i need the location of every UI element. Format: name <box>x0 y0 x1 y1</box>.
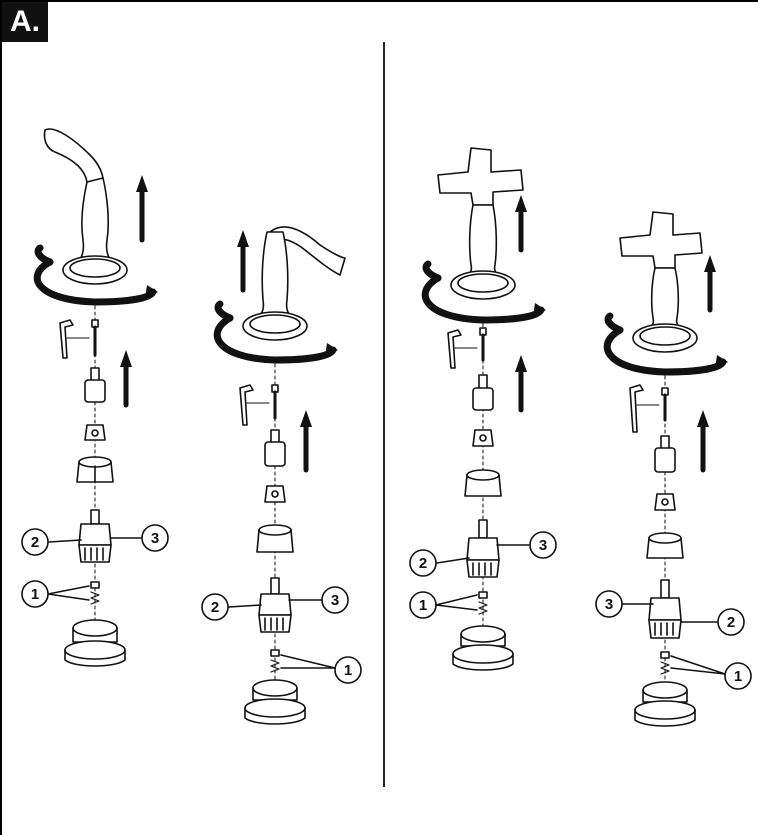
screw-icon <box>91 319 99 357</box>
rotate-arrow-icon <box>33 244 158 306</box>
bonnet-nut-icon <box>646 532 684 559</box>
rotate-arrow-icon <box>213 300 338 364</box>
cartridge-icon <box>258 577 292 633</box>
valve-body-icon <box>244 679 306 725</box>
svg-text:2: 2 <box>211 599 219 616</box>
assembly-lever-right: 2 3 1 <box>201 226 362 725</box>
retaining-clip-icon <box>472 429 494 447</box>
svg-text:1: 1 <box>734 668 742 685</box>
svg-text:1: 1 <box>419 597 427 614</box>
bonnet-nut-icon <box>464 469 502 497</box>
lift-arrow-icon <box>515 195 527 253</box>
valve-body-icon <box>634 681 696 727</box>
cross-handle-icon <box>619 211 703 353</box>
cartridge-icon <box>466 519 500 578</box>
cartridge-icon <box>78 509 112 563</box>
svg-text:3: 3 <box>605 596 613 613</box>
cartridge-icon <box>648 579 682 639</box>
hex-key-icon <box>59 319 90 359</box>
callout-3: 3 <box>110 524 169 552</box>
svg-text:2: 2 <box>727 614 735 631</box>
callout-1: 1 <box>280 654 362 684</box>
lift-arrow-icon <box>136 175 148 243</box>
assembly-lever-left: 2 3 1 <box>21 128 169 667</box>
callout-2: 2 <box>680 608 745 636</box>
screw-icon <box>661 387 669 422</box>
adapter-icon <box>472 374 494 411</box>
svg-text:3: 3 <box>151 530 159 547</box>
callout-3: 3 <box>496 531 557 559</box>
lever-handle-icon <box>242 226 346 341</box>
hex-key-icon <box>629 384 660 433</box>
callout-1: 1 <box>409 591 478 619</box>
lever-handle-icon <box>43 128 128 285</box>
hex-key-icon <box>447 329 478 369</box>
retaining-clip-icon <box>264 485 286 503</box>
assembly-cross-right: 3 2 1 <box>595 211 752 727</box>
valve-body-icon <box>64 619 126 667</box>
callout-2: 2 <box>409 549 470 577</box>
svg-text:1: 1 <box>31 586 39 603</box>
adapter-icon <box>264 429 286 467</box>
svg-text:3: 3 <box>539 537 547 554</box>
callout-3: 3 <box>595 590 654 618</box>
callout-1: 1 <box>670 655 752 690</box>
lift-arrow-icon <box>237 230 249 293</box>
callout-3: 3 <box>288 586 349 614</box>
callout-2: 2 <box>201 593 262 621</box>
svg-text:3: 3 <box>331 592 339 609</box>
seat-spring-icon <box>660 651 670 675</box>
adapter-icon <box>654 435 676 473</box>
bonnet-nut-icon <box>76 456 114 483</box>
screw-icon <box>479 327 487 362</box>
frame-left-border <box>0 0 2 835</box>
center-divider <box>383 42 385 787</box>
svg-text:1: 1 <box>344 662 352 679</box>
svg-text:2: 2 <box>419 555 427 572</box>
section-label-badge: A. <box>2 2 48 42</box>
bonnet-nut-icon <box>256 524 294 553</box>
rotate-arrow-icon <box>603 312 728 376</box>
lift-arrow-icon <box>704 255 716 313</box>
lift-arrow-icon <box>697 410 709 473</box>
valve-body-icon <box>452 625 514 671</box>
screw-icon <box>271 384 279 420</box>
frame-top-border <box>0 0 758 2</box>
lift-arrow-icon <box>515 355 527 413</box>
callout-1: 1 <box>21 580 90 608</box>
assembly-cross-left: 2 3 1 <box>409 147 557 671</box>
seat-spring-icon <box>270 649 280 673</box>
retaining-clip-icon <box>84 424 106 441</box>
seat-spring-icon <box>478 591 488 615</box>
adapter-icon <box>84 367 106 403</box>
cross-handle-icon <box>437 147 524 300</box>
hex-key-icon <box>239 384 270 426</box>
lift-arrow-icon <box>120 350 132 408</box>
rotate-arrow-icon <box>421 260 546 324</box>
lift-arrow-icon <box>300 410 312 473</box>
seat-spring-icon <box>90 581 100 605</box>
callout-2: 2 <box>21 528 82 556</box>
svg-text:2: 2 <box>31 534 39 551</box>
retaining-clip-icon <box>654 493 676 511</box>
